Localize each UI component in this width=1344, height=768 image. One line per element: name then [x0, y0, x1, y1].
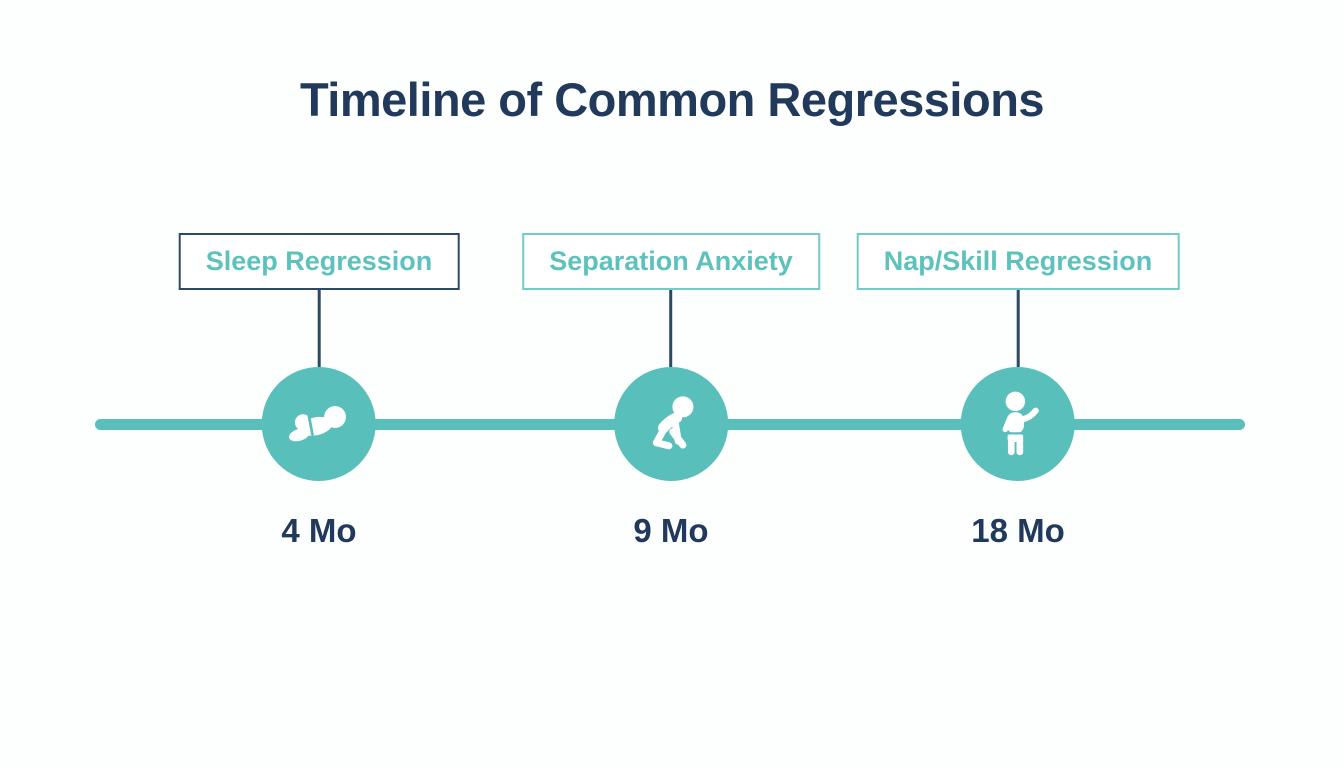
connector-line: [1016, 290, 1020, 367]
milestone-node: [613, 367, 728, 481]
milestone-label-box: Nap/Skill Regression: [856, 233, 1180, 290]
age-label: 9 Mo: [633, 512, 709, 549]
page-title: Timeline of Common Regressions: [299, 73, 1045, 126]
milestone-node: [262, 367, 376, 481]
connector-line: [669, 290, 673, 367]
milestone-nap-skill-regression: Nap/Skill Regression 18 Mo: [856, 233, 1180, 550]
connector-line: [317, 290, 321, 367]
toddler-standing-icon: [1002, 391, 1040, 456]
milestone-label-box: Separation Anxiety: [522, 233, 820, 290]
age-label: 4 Mo: [281, 512, 357, 549]
milestone-node: [961, 367, 1075, 481]
milestone-separation-anxiety: Separation Anxiety 9 Mo: [522, 233, 820, 550]
baby-sleeping-icon: [289, 406, 347, 442]
milestone-sleep-regression: Sleep Regression 4 Mo: [178, 233, 460, 550]
milestone-label-box: Sleep Regression: [178, 233, 460, 290]
age-label: 18 Mo: [971, 512, 1065, 549]
baby-crawling-icon: [652, 396, 694, 450]
